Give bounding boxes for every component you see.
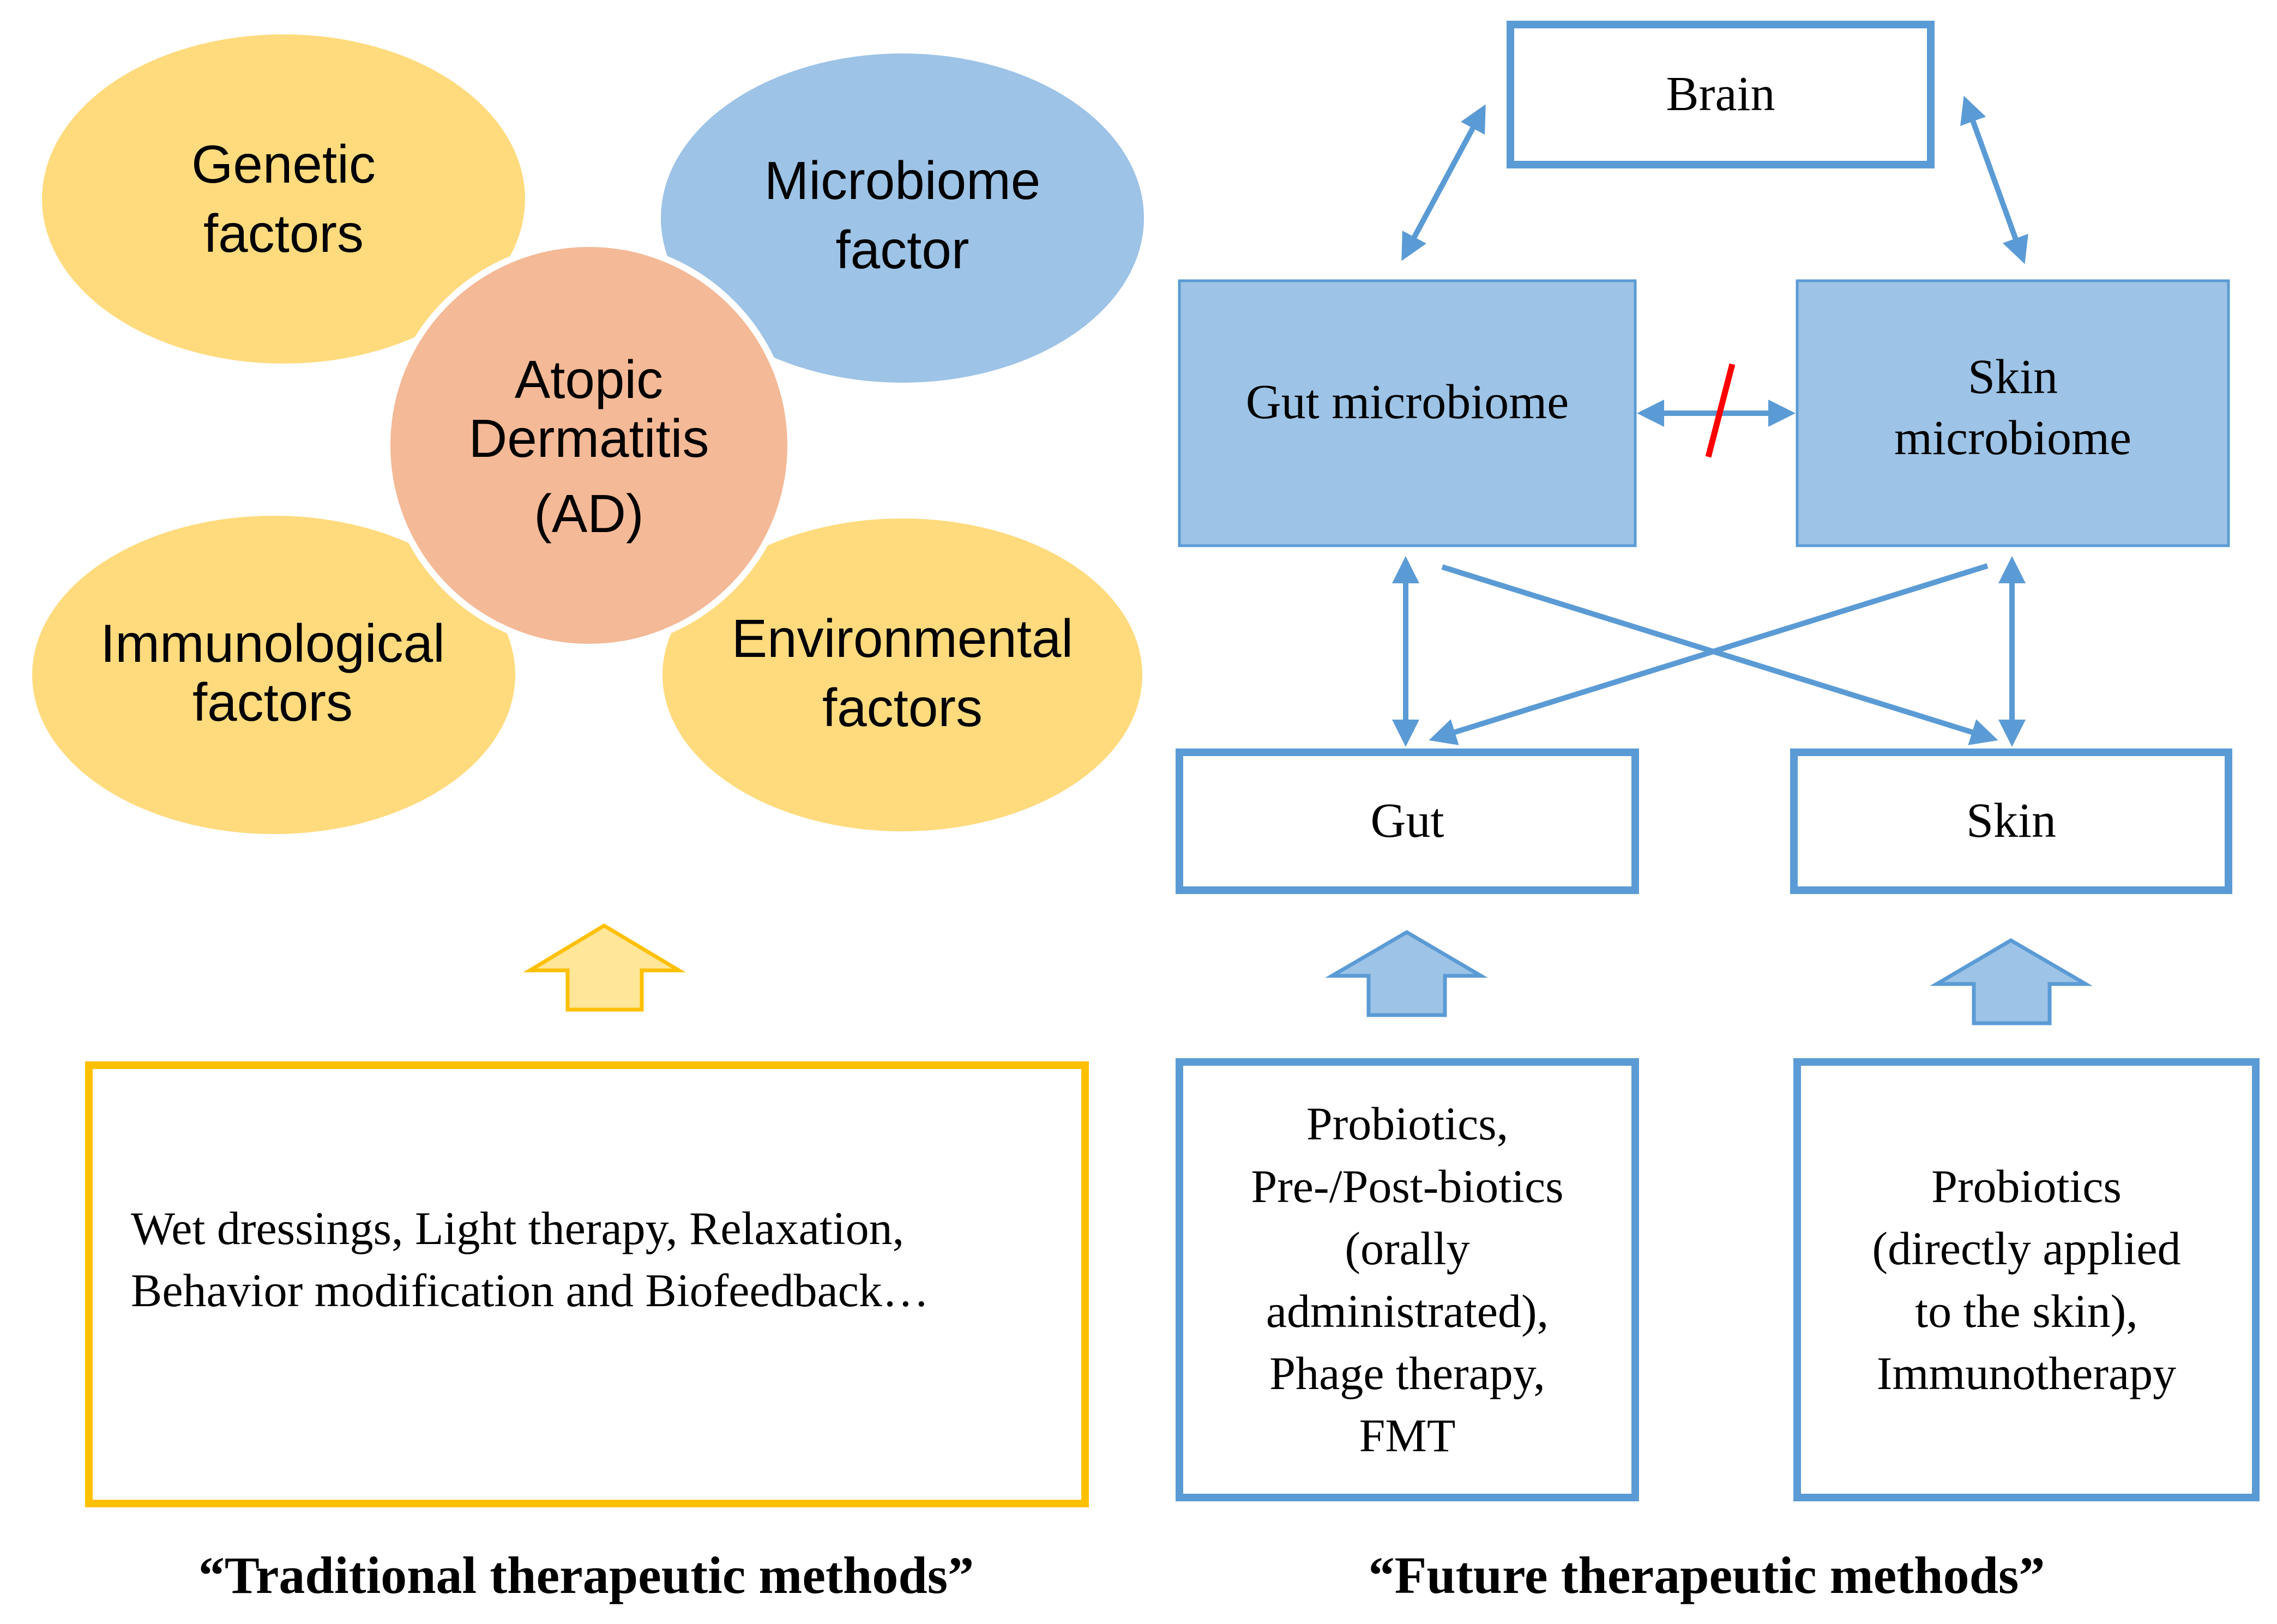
traditional-methods-box	[85, 1061, 1089, 1507]
microbiome-factor-label: Microbiome factor	[764, 150, 1041, 280]
skin-microbiome-label: Skin microbiome	[1894, 349, 2131, 466]
skin-up-arrow-icon	[1930, 938, 2093, 1025]
brain-box	[1507, 21, 1935, 168]
skin-label: Skin	[1966, 794, 2057, 848]
atopic-dermatitis-label: Atopic Dermatitis (AD)	[425, 333, 752, 562]
genetic-factors-label: Genetic factors	[191, 134, 376, 263]
skin-box	[1790, 748, 2232, 894]
skin-microbiome-to-gut-arrow	[1429, 563, 1989, 745]
skin-methods-box	[1793, 1058, 2260, 1501]
brain-label: Brain	[1666, 67, 1775, 122]
gut-up-arrow-icon	[1325, 929, 1488, 1017]
microbiome-factor-ellipse	[661, 53, 1144, 383]
traditional-up-arrow-shape	[523, 923, 686, 1012]
genetic-factors-ellipse	[42, 34, 525, 364]
gut-microbiome-label: Gut microbiome	[1245, 375, 1569, 429]
future-caption: “Future therapeutic methods”	[1368, 1546, 2045, 1604]
immunological-factors-label: Immunological factors	[100, 613, 445, 732]
skin-methods-text: Probiotics (directly applied to the skin…	[1872, 1160, 2181, 1399]
traditional-caption: “Traditional therapeutic methods”	[198, 1546, 974, 1604]
traditional-methods-text: Wet dressings, Light therapy, Relaxation…	[131, 1202, 929, 1317]
atopic-dermatitis-circle	[384, 240, 794, 650]
ad-line-3: (AD)	[534, 483, 644, 544]
environmental-factors-ellipse	[662, 518, 1142, 831]
environmental-factors-label: Environmental factors	[731, 608, 1074, 738]
gut-methods-text: Probiotics, Pre-/Post-biotics (orally ad…	[1251, 1097, 1564, 1462]
ad-line-2: Dermatitis	[468, 408, 709, 469]
ad-line-1: Atopic	[514, 349, 664, 410]
immunological-factors-ellipse	[32, 516, 515, 834]
gut-label: Gut	[1370, 794, 1444, 848]
blocked-mark-icon	[1705, 363, 1736, 458]
brain-skin-microbiome-arrow	[1960, 95, 2028, 264]
brain-gut-microbiome-arrow	[1401, 104, 1486, 261]
gut-box	[1176, 748, 1639, 894]
gut-methods-box	[1176, 1058, 1639, 1501]
skin-microbiome-box	[1796, 279, 2230, 547]
gut-microbiome-box	[1178, 279, 1637, 547]
